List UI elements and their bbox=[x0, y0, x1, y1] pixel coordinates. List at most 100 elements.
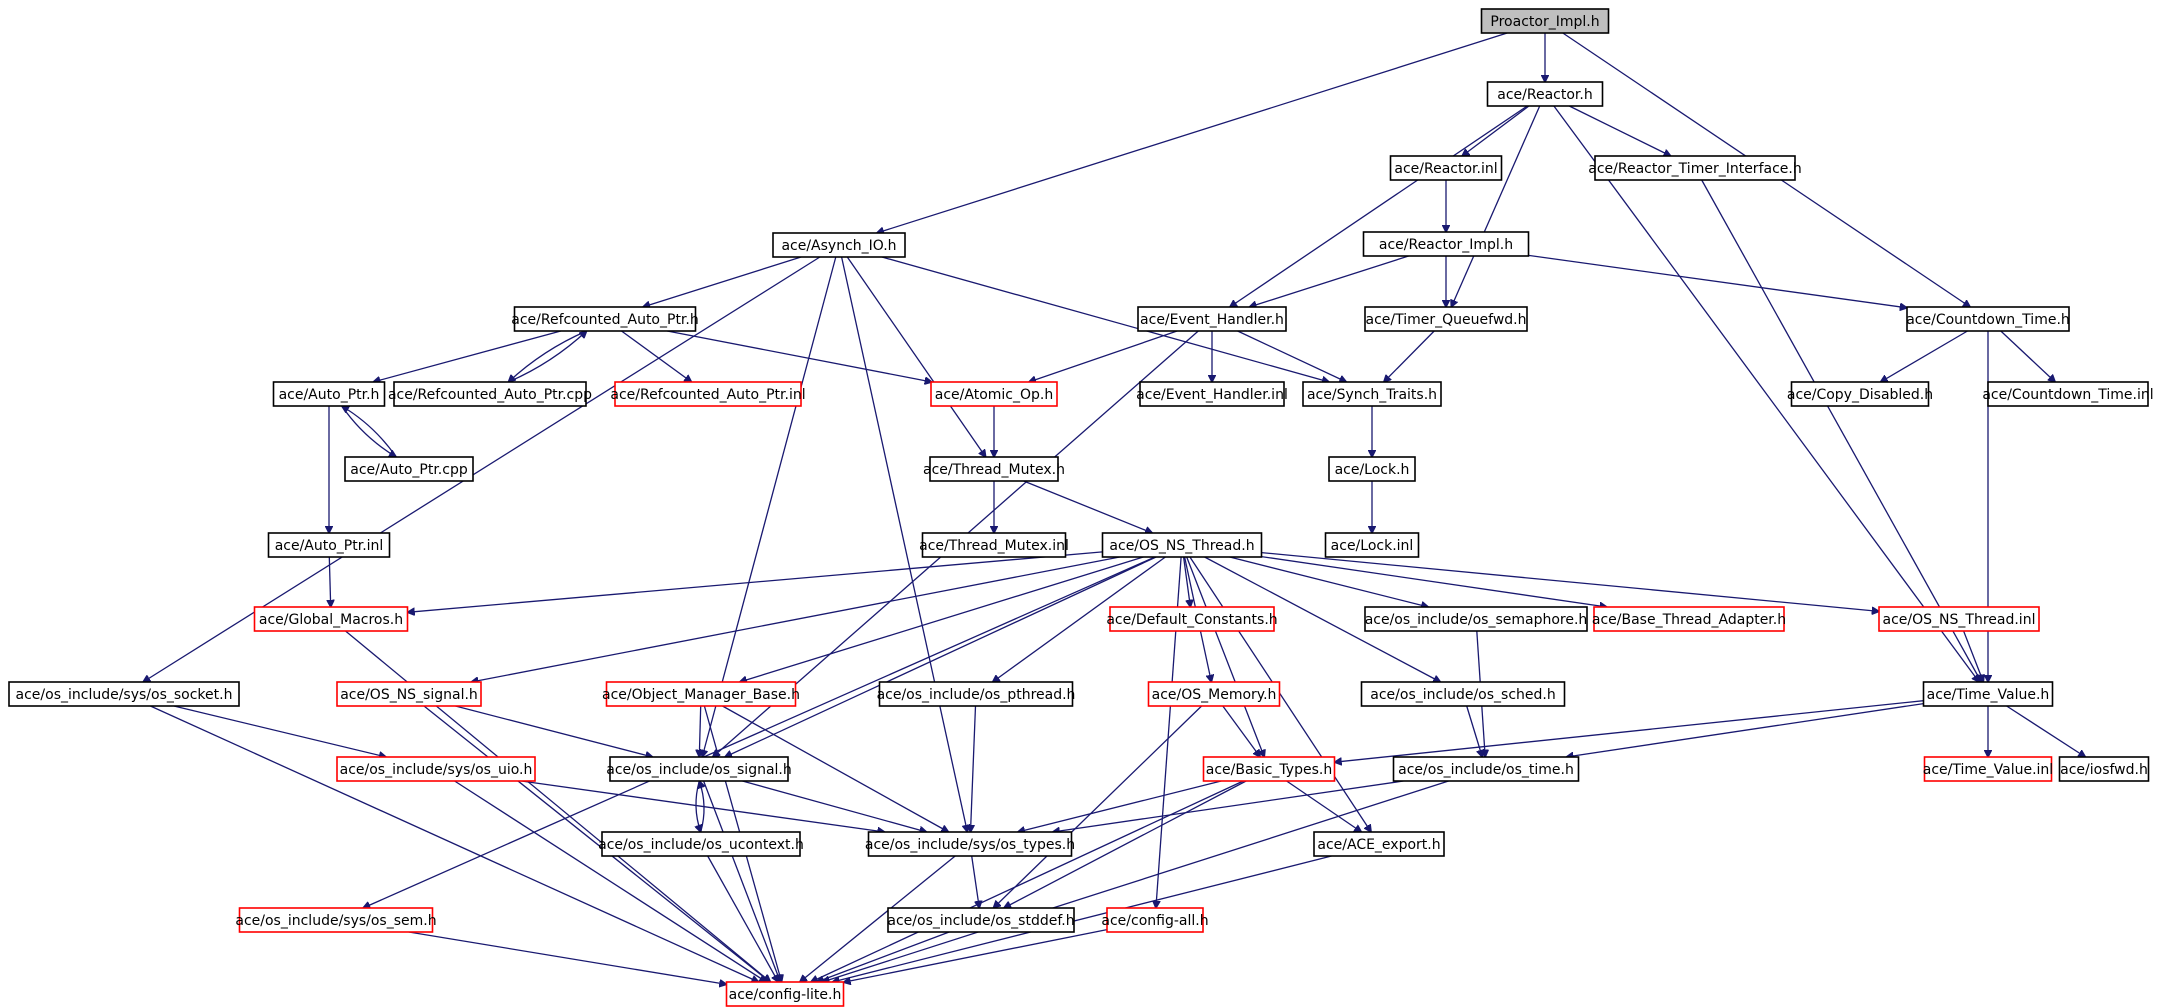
node-label: ace/os_include/sys/os_uio.h bbox=[340, 762, 533, 778]
edge-n19-to-n23 bbox=[1023, 480, 1153, 533]
graph-node[interactable]: ace/os_include/os_semaphore.h bbox=[1364, 606, 1588, 632]
graph-node[interactable]: ace/Atomic_Op.h bbox=[930, 381, 1058, 407]
edge-n1-to-n7 bbox=[1230, 105, 1528, 307]
node-box bbox=[1906, 306, 2070, 332]
edge-n25-to-n49 bbox=[345, 630, 771, 982]
root-node[interactable]: Proactor_Impl.h bbox=[1480, 8, 1610, 34]
node-box bbox=[1486, 81, 1604, 107]
graph-node[interactable]: ace/config-lite.h bbox=[725, 981, 845, 1007]
graph-node[interactable]: ace/Lock.h bbox=[1328, 456, 1416, 482]
graph-node[interactable]: ace/Reactor_Timer_Interface.h bbox=[1588, 155, 1802, 181]
edge-n40-to-n44 bbox=[1053, 780, 1404, 832]
graph-node[interactable]: ace/Reactor_Impl.h bbox=[1362, 231, 1530, 257]
node-label: ace/Countdown_Time.inl bbox=[1982, 387, 2153, 403]
edge-n39-to-n45 bbox=[1286, 780, 1362, 832]
graph-node[interactable]: ace/os_include/os_signal.h bbox=[606, 756, 792, 782]
edge-n29-to-n36 bbox=[1962, 630, 1984, 682]
edge-n9-to-n17 bbox=[2000, 330, 2055, 382]
node-label: ace/os_include/os_semaphore.h bbox=[1365, 612, 1588, 628]
node-label: ace/Countdown_Time.h bbox=[1906, 312, 2070, 328]
graph-node[interactable]: ace/os_include/os_time.h bbox=[1392, 756, 1580, 782]
edge-n47-to-n49 bbox=[817, 931, 950, 982]
graph-node[interactable]: ace/Basic_Types.h bbox=[1202, 756, 1336, 782]
graph-node[interactable]: ace/Thread_Mutex.h bbox=[923, 456, 1065, 482]
node-label: ace/Refcounted_Auto_Ptr.inl bbox=[610, 387, 805, 403]
node-box bbox=[1202, 756, 1336, 782]
node-box bbox=[393, 381, 587, 407]
edge-n1-to-n36 bbox=[1553, 105, 1979, 682]
edge-n23-to-n38 bbox=[725, 556, 1157, 757]
node-label: ace/os_include/os_sched.h bbox=[1370, 687, 1555, 703]
edge-n23-to-n35 bbox=[1204, 556, 1441, 682]
edge-n48-to-n49 bbox=[844, 928, 1108, 983]
node-label: ace/iosfwd.h bbox=[2060, 762, 2148, 778]
graph-node[interactable]: ace/OS_NS_Thread.inl bbox=[1878, 606, 2040, 632]
node-box bbox=[238, 907, 434, 933]
graph-node[interactable]: ace/config-all.h bbox=[1101, 907, 1209, 933]
graph-node[interactable]: ace/Time_Value.h bbox=[1922, 681, 2054, 707]
graph-node[interactable]: ace/Synch_Traits.h bbox=[1302, 381, 1442, 407]
graph-node[interactable]: ace/Lock.inl bbox=[1324, 532, 1420, 558]
node-label: ace/Reactor.inl bbox=[1394, 161, 1497, 177]
graph-node[interactable]: ace/Event_Handler.h bbox=[1137, 306, 1287, 332]
graph-node[interactable]: ace/os_include/sys/os_sem.h bbox=[235, 907, 437, 933]
node-box bbox=[1878, 606, 2040, 632]
graph-node[interactable]: ace/Refcounted_Auto_Ptr.h bbox=[511, 306, 699, 332]
node-box bbox=[605, 681, 797, 707]
node-label: ace/Basic_Types.h bbox=[1206, 762, 1332, 778]
edge-n23-to-n27 bbox=[1229, 556, 1429, 607]
graph-node[interactable]: ace/Countdown_Time.h bbox=[1906, 306, 2070, 332]
edge-n6-to-n10 bbox=[373, 330, 561, 382]
graph-node[interactable]: ace/ACE_export.h bbox=[1313, 831, 1445, 857]
node-label: ace/Reactor_Impl.h bbox=[1379, 237, 1513, 253]
edge-n1-to-n8 bbox=[1451, 105, 1541, 307]
graph-node[interactable]: ace/Auto_Ptr.cpp bbox=[344, 456, 474, 482]
edge-n6-to-n11 bbox=[508, 330, 587, 382]
graph-node[interactable]: ace/Auto_Ptr.inl bbox=[267, 532, 391, 558]
node-box bbox=[1389, 155, 1503, 181]
graph-node[interactable]: ace/Timer_Queuefwd.h bbox=[1364, 306, 1528, 332]
node-label: ace/Refcounted_Auto_Ptr.h bbox=[511, 312, 698, 328]
graph-node[interactable]: ace/Countdown_Time.inl bbox=[1982, 381, 2154, 407]
graph-node[interactable]: ace/Refcounted_Auto_Ptr.inl bbox=[610, 381, 806, 407]
graph-node[interactable]: ace/Object_Manager_Base.h bbox=[602, 681, 800, 707]
node-label: ace/OS_NS_Thread.inl bbox=[1883, 612, 2036, 628]
graph-node[interactable]: ace/Base_Thread_Adapter.h bbox=[1592, 606, 1786, 632]
edge-n21-to-n25 bbox=[329, 556, 330, 607]
graph-node[interactable]: ace/Time_Value.inl bbox=[1923, 756, 2053, 782]
node-box bbox=[1328, 456, 1416, 482]
graph-node[interactable]: ace/os_include/sys/os_uio.h bbox=[336, 756, 536, 782]
graph-node[interactable]: ace/os_include/os_ucontext.h bbox=[598, 831, 804, 857]
edge-n37-to-n49 bbox=[454, 780, 767, 982]
graph-node[interactable]: ace/iosfwd.h bbox=[2058, 756, 2150, 782]
graph-node[interactable]: ace/Reactor.inl bbox=[1389, 155, 1503, 181]
edge-n23-to-n33 bbox=[993, 556, 1166, 682]
graph-node[interactable]: ace/os_include/os_pthread.h bbox=[877, 681, 1076, 707]
node-box bbox=[8, 681, 240, 707]
graph-node[interactable]: ace/Event_Handler.inl bbox=[1136, 381, 1288, 407]
edge-n34-to-n47 bbox=[993, 705, 1203, 908]
edge-n1-to-n3 bbox=[1569, 105, 1670, 156]
graph-node[interactable]: ace/os_include/sys/os_types.h bbox=[865, 831, 1075, 857]
graph-node[interactable]: ace/OS_Memory.h bbox=[1147, 681, 1281, 707]
graph-node[interactable]: ace/os_include/os_stddef.h bbox=[887, 907, 1075, 933]
edge-n31-to-n38 bbox=[455, 705, 652, 757]
node-box bbox=[1364, 306, 1528, 332]
graph-node[interactable]: ace/Default_Constants.h bbox=[1106, 606, 1278, 632]
graph-node[interactable]: ace/OS_NS_signal.h bbox=[336, 681, 482, 707]
graph-node[interactable]: ace/Asynch_IO.h bbox=[772, 232, 906, 258]
graph-node[interactable]: ace/Auto_Ptr.h bbox=[272, 381, 386, 407]
graph-node[interactable]: ace/Copy_Disabled.h bbox=[1787, 381, 1933, 407]
graph-node[interactable]: ace/Global_Macros.h bbox=[253, 606, 409, 632]
node-box bbox=[1147, 681, 1281, 707]
graph-node[interactable]: ace/Refcounted_Auto_Ptr.cpp bbox=[388, 381, 592, 407]
graph-node[interactable]: ace/OS_NS_Thread.h bbox=[1101, 532, 1263, 558]
graph-node[interactable]: ace/os_include/sys/os_socket.h bbox=[8, 681, 240, 707]
graph-node[interactable]: ace/Reactor.h bbox=[1486, 81, 1604, 107]
edge-n30-to-n37 bbox=[173, 705, 386, 757]
node-label: ace/os_include/sys/os_socket.h bbox=[16, 687, 233, 703]
node-box bbox=[1139, 381, 1285, 407]
graph-node[interactable]: ace/os_include/os_sched.h bbox=[1360, 681, 1566, 707]
graph-node[interactable]: ace/Thread_Mutex.inl bbox=[919, 532, 1069, 558]
node-box bbox=[1137, 306, 1287, 332]
